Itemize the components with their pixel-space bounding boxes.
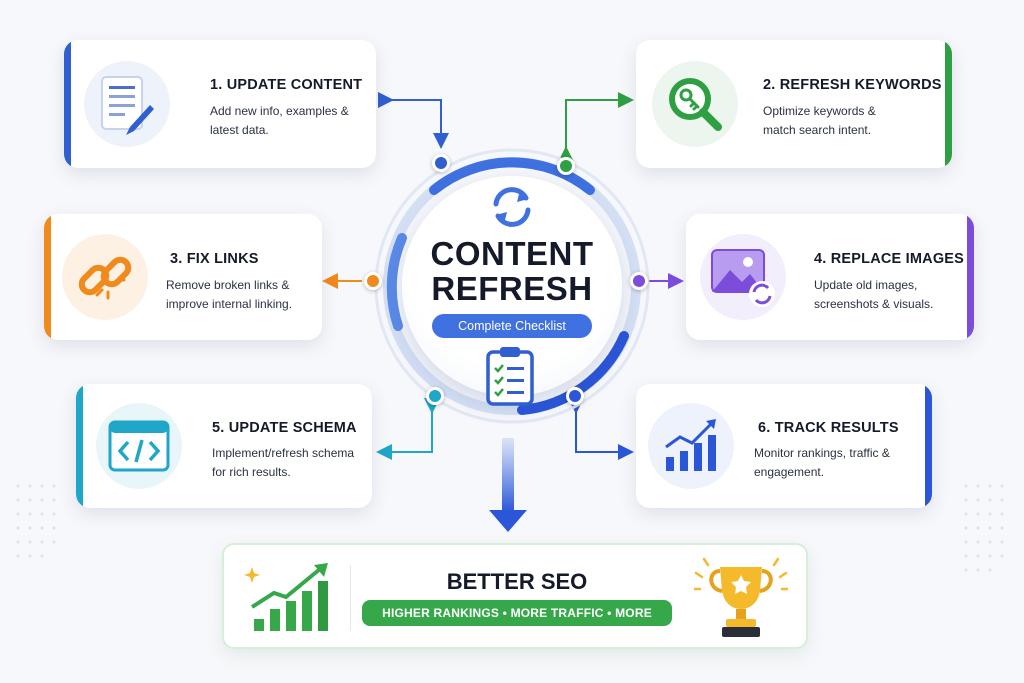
node-step-1: [432, 154, 450, 172]
accent-bar: [64, 40, 71, 168]
step-title: 2. REFRESH KEYWORDS: [763, 77, 942, 93]
step-card-refresh-keywords: 2. REFRESH KEYWORDS Optimize keywords & …: [636, 40, 952, 168]
accent-bar: [945, 40, 952, 168]
result-title: BETTER SEO: [446, 569, 588, 594]
down-arrow-shaft: [502, 438, 514, 512]
code-window-icon: [108, 420, 170, 472]
accent-bar: [925, 384, 932, 508]
step-card-update-schema: 5. UPDATE SCHEMA Implement/refresh schem…: [76, 384, 372, 508]
step-desc-line2: for rich results.: [212, 465, 291, 479]
decorative-dots-left: [16, 484, 56, 558]
step-title: 3. FIX LINKS: [170, 251, 259, 267]
content-refresh-hub: CONTENT REFRESH Complete Checklist: [372, 146, 652, 426]
arrow-step-6: [568, 398, 634, 460]
node-step-2: [557, 157, 575, 175]
hub-title-line1: CONTENT: [430, 235, 594, 272]
down-arrow-head: [489, 510, 527, 532]
accent-bar: [44, 214, 51, 340]
result-benefits-pill: HIGHER RANKINGS • MORE TRAFFIC • MORE SA…: [362, 600, 672, 646]
step-title: 6. TRACK RESULTS: [758, 420, 899, 436]
hub-title-line2: REFRESH: [431, 270, 593, 307]
step-desc-line2: match search intent.: [763, 123, 872, 137]
divider: [350, 565, 351, 631]
hub-subtitle-pill: Complete Checklist: [432, 314, 592, 338]
node-step-4: [630, 272, 648, 290]
step-desc-line1: Remove broken links &: [166, 278, 290, 292]
step-desc-line1: Update old images,: [814, 278, 918, 292]
document-pencil-icon: [101, 76, 154, 135]
decorative-dots-right: [964, 484, 1004, 572]
step-card-track-results: 6. TRACK RESULTS Monitor rankings, traff…: [636, 384, 932, 508]
node-step-5: [426, 387, 444, 405]
chain-link-icon: [78, 256, 132, 300]
chart-trend-icon: [665, 419, 716, 471]
step-desc-line1: Optimize keywords &: [763, 104, 876, 118]
accent-bar: [967, 214, 974, 340]
step-desc-line2: improve internal linking.: [166, 297, 293, 311]
step-desc-line2: engagement.: [754, 465, 825, 479]
arrow-step-1: [378, 92, 449, 149]
clipboard-checklist-icon: [486, 347, 534, 406]
step-desc-line1: Add new info, examples &: [210, 104, 349, 118]
growth-chart-icon: [244, 563, 328, 631]
step-desc-line1: Implement/refresh schema: [212, 446, 355, 460]
step-card-replace-images: 4. REPLACE IMAGES Update old images, scr…: [686, 214, 974, 340]
step-desc-line2: latest data.: [210, 123, 269, 137]
step-title: 4. REPLACE IMAGES: [814, 251, 965, 267]
step-card-fix-links: 3. FIX LINKS Remove broken links & impro…: [44, 214, 322, 340]
refresh-icon: [493, 187, 531, 227]
node-step-6: [566, 387, 584, 405]
step-desc-line2: screenshots & visuals.: [814, 297, 934, 311]
magnifier-key-icon: [669, 78, 722, 131]
image-refresh-icon: [711, 249, 775, 307]
step-card-update-content: 1. UPDATE CONTENT Add new info, examples…: [64, 40, 376, 168]
step-title: 5. UPDATE SCHEMA: [212, 420, 357, 436]
result-card-better-seo: BETTER SEO HIGHER RANKINGS • MORE TRAFFI…: [222, 543, 808, 649]
accent-bar: [76, 384, 83, 508]
node-step-3: [364, 272, 382, 290]
step-title: 1. UPDATE CONTENT: [210, 77, 363, 93]
arrow-step-2: [558, 92, 634, 162]
arrow-step-5: [376, 398, 440, 460]
step-desc-line1: Monitor rankings, traffic &: [754, 446, 890, 460]
trophy-icon: [694, 557, 788, 637]
